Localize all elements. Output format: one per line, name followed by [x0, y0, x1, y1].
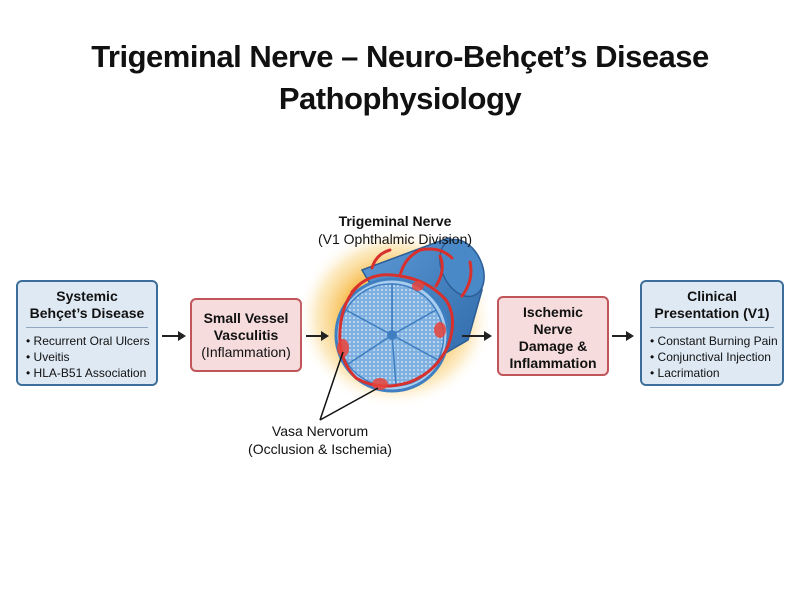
- flow-arrows: [162, 331, 634, 341]
- title-line-1: Trigeminal Nerve – Neuro-Behçet’s Diseas…: [91, 39, 709, 74]
- clinical-heading-line-2: Presentation (V1): [654, 305, 770, 321]
- clinical-symptom-item: Constant Burning Pain: [650, 333, 782, 349]
- clinical-heading: Clinical Presentation (V1): [642, 282, 782, 322]
- arrow-systemic-to-vasculitis: [162, 331, 186, 341]
- systemic-heading: Systemic Behçet’s Disease: [18, 282, 156, 322]
- vasculitis-line-2: Vasculitis: [213, 327, 279, 343]
- ischemic-line-1: Ischemic: [523, 304, 583, 320]
- title-line-2: Pathophysiology: [278, 81, 522, 116]
- systemic-feature-list: Recurrent Oral Ulcers Uveitis HLA-B51 As…: [18, 333, 156, 381]
- systemic-feature-item: HLA-B51 Association: [26, 365, 156, 381]
- clinical-heading-line-1: Clinical: [687, 288, 737, 304]
- diagram-title: Trigeminal Nerve – Neuro-Behçet’s Diseas…: [0, 36, 800, 120]
- systemic-feature-item: Recurrent Oral Ulcers: [26, 333, 156, 349]
- ischemic-heading: Ischemic Nerve Damage & Inflammation: [499, 298, 607, 372]
- vasa-nervorum-name: Vasa Nervorum: [271, 423, 369, 439]
- ischemic-line-3: Damage &: [518, 338, 588, 354]
- vasculitis-line-1: Small Vessel: [203, 310, 289, 326]
- ischemic-damage-box: Ischemic Nerve Damage & Inflammation: [497, 296, 609, 376]
- vasa-nervorum-pointers: [319, 351, 379, 421]
- clinical-symptom-item: Lacrimation: [650, 365, 782, 381]
- occlusion-hotspots: [337, 281, 446, 390]
- vasa-nervorum-label: Vasa Nervorum (Occlusion & Ischemia): [225, 422, 415, 458]
- clinical-symptom-list: Constant Burning Pain Conjunctival Injec…: [642, 333, 782, 381]
- nerve-fascicles: [338, 283, 445, 388]
- systemic-divider: [26, 327, 148, 328]
- systemic-heading-line-1: Systemic: [56, 288, 118, 304]
- vasa-nervorum-detail: (Occlusion & Ischemia): [248, 441, 392, 457]
- systemic-behcets-box: Systemic Behçet’s Disease Recurrent Oral…: [16, 280, 158, 386]
- clinical-presentation-box: Clinical Presentation (V1) Constant Burn…: [640, 280, 784, 386]
- clinical-divider: [650, 327, 774, 328]
- ischemic-line-4: Inflammation: [509, 355, 597, 371]
- nerve-trunk-end: [439, 238, 485, 298]
- systemic-heading-line-2: Behçet’s Disease: [29, 305, 145, 321]
- vasculitis-heading: Small Vessel Vasculitis: [192, 300, 300, 344]
- trigeminal-nerve-name: Trigeminal Nerve: [338, 213, 452, 229]
- small-vessel-vasculitis-box: Small Vessel Vasculitis (Inflammation): [190, 298, 302, 372]
- vasculitis-line-3: (Inflammation): [201, 344, 291, 360]
- arrow-vasculitis-to-nerve: [306, 331, 329, 341]
- clinical-symptom-item: Conjunctival Injection: [650, 349, 782, 365]
- trigeminal-nerve-label: Trigeminal Nerve (V1 Ophthalmic Division…: [290, 212, 500, 248]
- systemic-feature-item: Uveitis: [26, 349, 156, 365]
- ischemic-line-2: Nerve: [533, 321, 573, 337]
- arrow-nerve-to-ischemic: [462, 331, 492, 341]
- arrow-ischemic-to-clinical: [612, 331, 634, 341]
- trigeminal-nerve-division: (V1 Ophthalmic Division): [317, 231, 473, 247]
